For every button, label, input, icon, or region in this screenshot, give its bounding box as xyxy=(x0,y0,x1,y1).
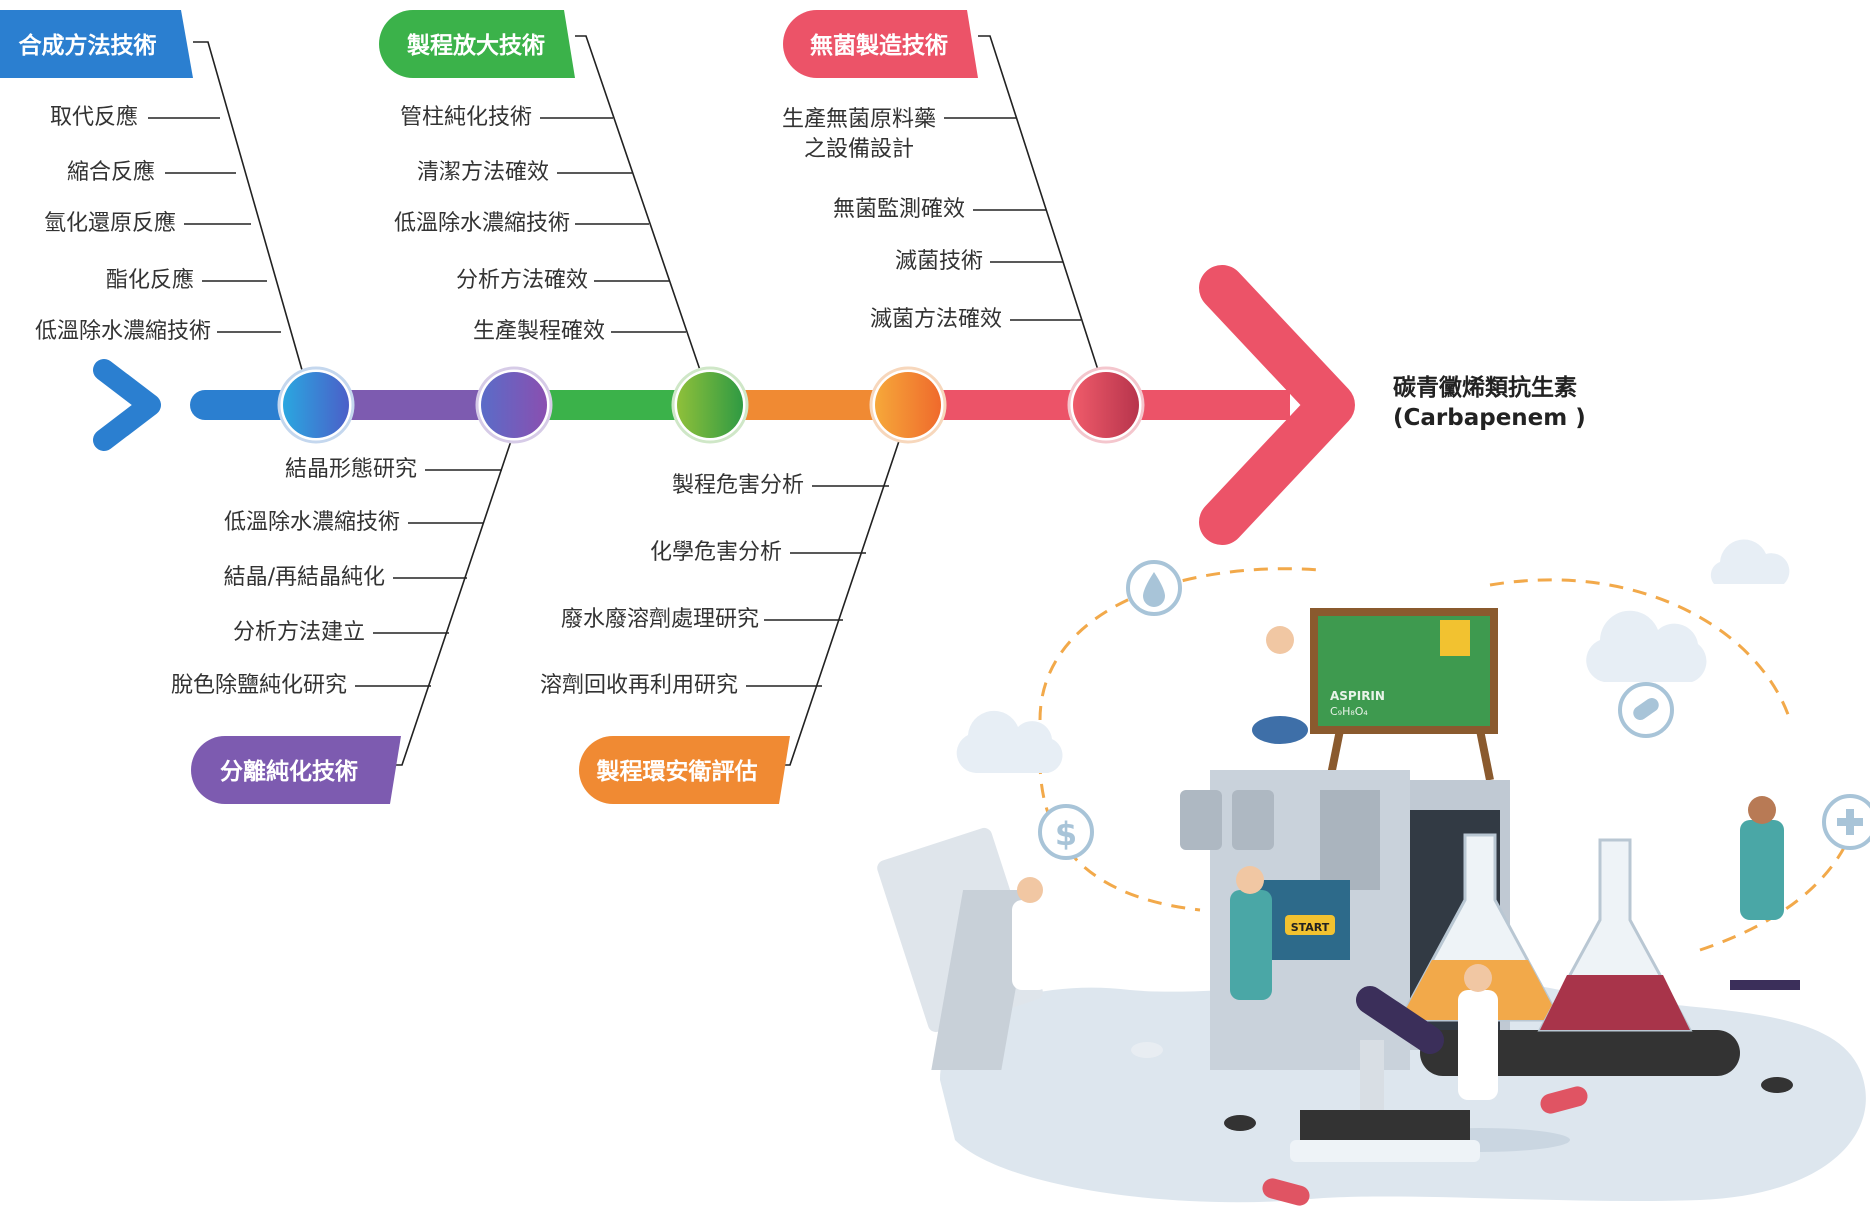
lab-illustration: $ ASPIRIN C₉H₈O₄ START xyxy=(877,539,1870,1206)
svg-text:$: $ xyxy=(1055,815,1077,853)
bone-item: 分析方法確效 xyxy=(455,268,588,293)
bone-item: 縮合反應 xyxy=(66,160,155,185)
bone-item: 廢水廢溶劑處理研究 xyxy=(560,607,759,632)
bone-item: 酯化反應 xyxy=(105,268,194,293)
bone-item: 滅菌方法確效 xyxy=(869,307,1002,332)
bone-item: 生產製程確效 xyxy=(472,319,605,344)
chalkboard xyxy=(1310,608,1498,734)
bone-item: 脫色除鹽純化研究 xyxy=(170,673,347,698)
chalkboard-formula: ASPIRIN xyxy=(1330,689,1385,703)
bone-item: 管柱純化技術 xyxy=(399,105,532,130)
target-subtitle: (Carbapenem ) xyxy=(1393,405,1586,431)
category-purification-title: 分離純化技術 xyxy=(220,759,358,785)
svg-text:START: START xyxy=(1291,921,1330,934)
bone-item: 低溫除水濃縮技術 xyxy=(34,319,211,344)
target-title: 碳青黴烯類抗生素 xyxy=(1393,375,1577,401)
bone-item: 化學危害分析 xyxy=(649,540,782,565)
category-safety-title: 製程環安衛評估 xyxy=(596,759,758,785)
category-scale-up-title: 製程放大技術 xyxy=(407,33,545,59)
dollar-icon xyxy=(1038,804,1094,860)
start-button xyxy=(1285,915,1335,935)
bone-item: 低溫除水濃縮技術 xyxy=(393,211,570,236)
bone-item: 結晶形態研究 xyxy=(284,457,417,482)
category-tags xyxy=(0,10,978,804)
bone-item: 低溫除水濃縮技術 xyxy=(223,510,400,535)
bone-item: 製程危害分析 xyxy=(671,473,804,498)
bone-item: 氫化還原反應 xyxy=(43,211,176,236)
bone-item: 溶劑回收再利用研究 xyxy=(539,673,738,698)
bone-lines xyxy=(148,35,1099,766)
bone-item: 取代反應 xyxy=(49,105,138,130)
spine-nodes xyxy=(277,366,1145,444)
category-synthesis-title: 合成方法技術 xyxy=(18,33,157,59)
category-sterile-title: 無菌製造技術 xyxy=(810,33,948,59)
svg-text:C₉H₈O₄: C₉H₈O₄ xyxy=(1330,705,1368,718)
bone-item: 清潔方法確效 xyxy=(416,160,549,185)
bone-item: 無菌監測確效 xyxy=(832,197,965,222)
target-label: 碳青黴烯類抗生素 (Carbapenem ) xyxy=(1393,373,1586,433)
bone-item: 滅菌技術 xyxy=(894,249,983,274)
bone-item: 分析方法建立 xyxy=(232,620,365,645)
bone-item: 結晶/再結晶純化 xyxy=(223,565,385,590)
bone-item: 生產無菌原料藥 之設備設計 xyxy=(781,107,936,162)
